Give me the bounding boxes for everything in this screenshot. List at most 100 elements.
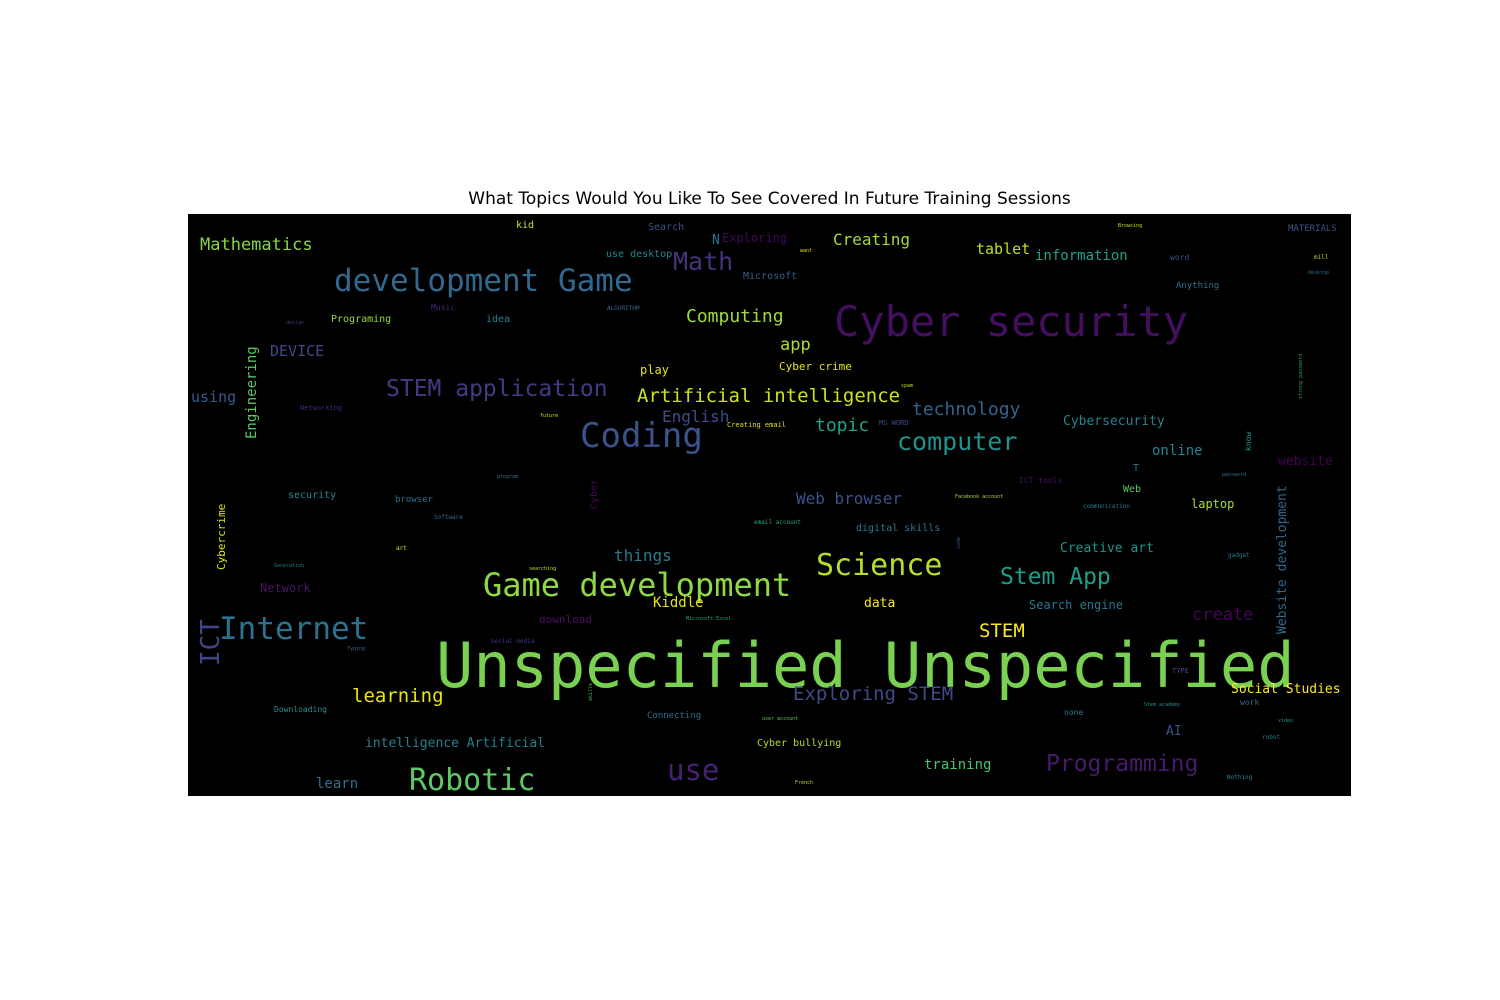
word-training: training xyxy=(924,757,991,773)
word-gadget: gadget xyxy=(1228,552,1250,559)
word-cyber-bullying: Cyber bullying xyxy=(757,738,841,749)
word-exploring: Exploring xyxy=(722,231,787,245)
word-robot: robot xyxy=(1262,734,1280,741)
word-stem-academy: Stem academy xyxy=(1144,702,1180,708)
word-communication: communication xyxy=(1083,503,1130,510)
word-searching: searching xyxy=(529,566,556,572)
word-play: play xyxy=(640,363,669,377)
word-cyber-crime: Cyber crime xyxy=(779,360,852,373)
word-network: Network xyxy=(260,581,311,595)
word-english: English xyxy=(662,407,729,426)
word-learn: learn xyxy=(316,776,358,792)
word-creating: Creating xyxy=(833,230,910,249)
word-stem-app: Stem App xyxy=(1000,564,1111,590)
word-program: program xyxy=(497,474,518,480)
word-t: T xyxy=(1133,463,1139,474)
word-materials: MATERIALS xyxy=(1288,224,1337,234)
word-website-development: Website development xyxy=(1275,485,1290,634)
word-typing: Typing xyxy=(347,646,365,652)
word-generation: Generation xyxy=(274,563,304,569)
word-mathematics: Mathematics xyxy=(200,235,313,255)
word-things: things xyxy=(614,546,672,565)
word-use: use xyxy=(667,753,719,787)
word-word: word xyxy=(1170,253,1189,262)
word-mill: mill xyxy=(1314,254,1329,261)
word-web-browser: Web browser xyxy=(796,489,902,508)
word-cyber-security: Cyber security xyxy=(834,297,1188,346)
word-cybersecurity: Cybersecurity xyxy=(1063,414,1165,429)
word-development-game: development Game xyxy=(334,263,633,299)
word-use-desktop: use desktop xyxy=(606,249,672,260)
word-ai: AI xyxy=(1166,724,1182,739)
word-stem: STEM xyxy=(979,620,1025,642)
word-ict: ICT xyxy=(196,619,226,666)
word-skills: skills xyxy=(588,683,594,701)
word-search: Search xyxy=(648,222,684,233)
word-website: website xyxy=(1278,454,1333,469)
word-device: DEVICE xyxy=(270,342,324,360)
word-game-development: Game development xyxy=(483,566,791,604)
word-facebook-account: Facebook account xyxy=(955,494,1003,500)
word-n: N xyxy=(712,233,720,248)
word-art: art xyxy=(396,545,407,552)
word-future: future xyxy=(540,413,558,419)
word-networking: Networking xyxy=(300,404,342,412)
word-strong-password: strong password xyxy=(1298,354,1304,399)
word-email-account: email account xyxy=(754,519,801,526)
word-tablet: tablet xyxy=(976,240,1030,258)
word-none: none xyxy=(1064,708,1083,717)
word-social-studies: Social Studies xyxy=(1231,682,1341,697)
word-know: know xyxy=(1244,432,1253,451)
word-search-engine: Search engine xyxy=(1029,598,1123,612)
word-create: create xyxy=(1192,605,1253,625)
word-microsoft: Microsoft xyxy=(743,271,797,282)
word-type: TYPE xyxy=(1172,667,1189,675)
word-information: information xyxy=(1035,248,1128,264)
word-computing: Computing xyxy=(686,306,784,327)
word-french: French xyxy=(795,780,813,786)
word-ms-word: MS WORD xyxy=(879,419,909,427)
word-data: data xyxy=(864,596,895,611)
word-nothing: Nothing xyxy=(1227,774,1253,781)
word-social-media: Social media xyxy=(491,638,535,645)
word-code: code xyxy=(956,537,962,549)
word-technology: technology xyxy=(912,399,1021,420)
word-cybercrime: Cybercrime xyxy=(215,504,228,570)
word-desktop: desktop xyxy=(1308,270,1329,276)
word-creative-art: Creative art xyxy=(1060,541,1154,556)
word-kid: kid xyxy=(516,220,534,231)
word-design: design xyxy=(286,320,304,326)
word-math: Math xyxy=(673,247,733,276)
word-cyber: Cyber xyxy=(589,479,600,509)
word-password: password xyxy=(1222,472,1246,478)
word-browsing: Browsing xyxy=(1118,223,1142,229)
word-using: using xyxy=(191,388,236,406)
word-programming: Programming xyxy=(1046,751,1198,777)
word-app: app xyxy=(780,335,811,355)
word-online: online xyxy=(1152,443,1203,459)
word-internet: Internet xyxy=(219,611,368,647)
word-intelligence-artificial: intelligence Artificial xyxy=(365,736,545,751)
word-software: Software xyxy=(434,514,463,521)
word-digital-skills: digital skills xyxy=(856,523,940,534)
chart-title: What Topics Would You Like To See Covere… xyxy=(468,189,1071,209)
word-kiddle: Kiddle xyxy=(653,595,704,611)
word-artificial-intelligence: Artificial intelligence xyxy=(637,385,900,407)
word-exploring-stem: Exploring STEM xyxy=(793,683,953,705)
word-robotic: Robotic xyxy=(409,763,535,796)
word-learning: learning xyxy=(352,685,444,707)
word-video: video xyxy=(1278,718,1293,724)
word-computer: computer xyxy=(897,427,1017,456)
word-browser: browser xyxy=(395,495,434,505)
word-unspecified-unspecified: Unspecified Unspecified xyxy=(436,629,1295,702)
word-programing: Programing xyxy=(331,314,391,325)
word-download: download xyxy=(539,613,592,626)
word-security: security xyxy=(288,490,336,501)
word-music: Music xyxy=(431,303,455,312)
word-creating-email: Creating email xyxy=(727,421,786,429)
word-work: work xyxy=(1240,698,1259,707)
word-stem-application: STEM application xyxy=(386,376,608,402)
word-web: Web xyxy=(1123,484,1141,495)
